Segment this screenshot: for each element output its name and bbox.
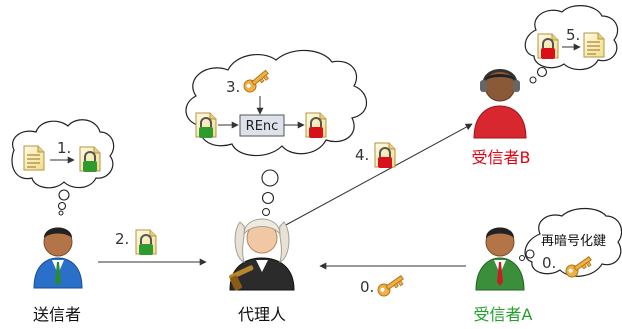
green-locked-doc-icon-3 <box>195 112 217 139</box>
step-1-label: 1. <box>57 139 71 157</box>
reencryption-key-icon-0 <box>375 271 406 299</box>
receiverA-avatar <box>475 227 525 291</box>
receiverB-label: 受信者B <box>472 148 531 167</box>
step-3-label: 3. <box>226 78 240 96</box>
red-locked-doc-icon-3 <box>305 112 327 139</box>
decrypted-doc-icon <box>584 33 604 57</box>
plaintext-doc-icon <box>24 146 44 170</box>
step-4-label: 4. <box>355 146 369 164</box>
red-locked-doc-icon-5 <box>537 33 559 60</box>
receiverA-label: 受信者A <box>474 305 533 324</box>
sender-avatar <box>33 227 83 289</box>
step-0-label: 0. <box>360 278 374 296</box>
reencryption-key-label: 再暗号化鍵 <box>541 233 606 249</box>
red-locked-doc-icon-4 <box>374 142 396 169</box>
sender-label: 送信者 <box>33 305 81 324</box>
green-locked-doc-icon-2 <box>135 229 157 256</box>
receiverA-key-bubble <box>519 207 622 277</box>
step-5-label: 5. <box>566 26 580 44</box>
renc-label: REnc <box>246 119 279 134</box>
green-locked-doc-icon-1 <box>79 146 101 173</box>
arrow-proxy-to-receiverB <box>283 123 473 227</box>
proxy-label: 代理人 <box>238 305 286 324</box>
receiverB-avatar <box>473 69 527 139</box>
step-0-bubble-label: 0. <box>542 254 556 272</box>
step-2-label: 2. <box>115 230 129 248</box>
proxy-avatar <box>229 218 295 291</box>
